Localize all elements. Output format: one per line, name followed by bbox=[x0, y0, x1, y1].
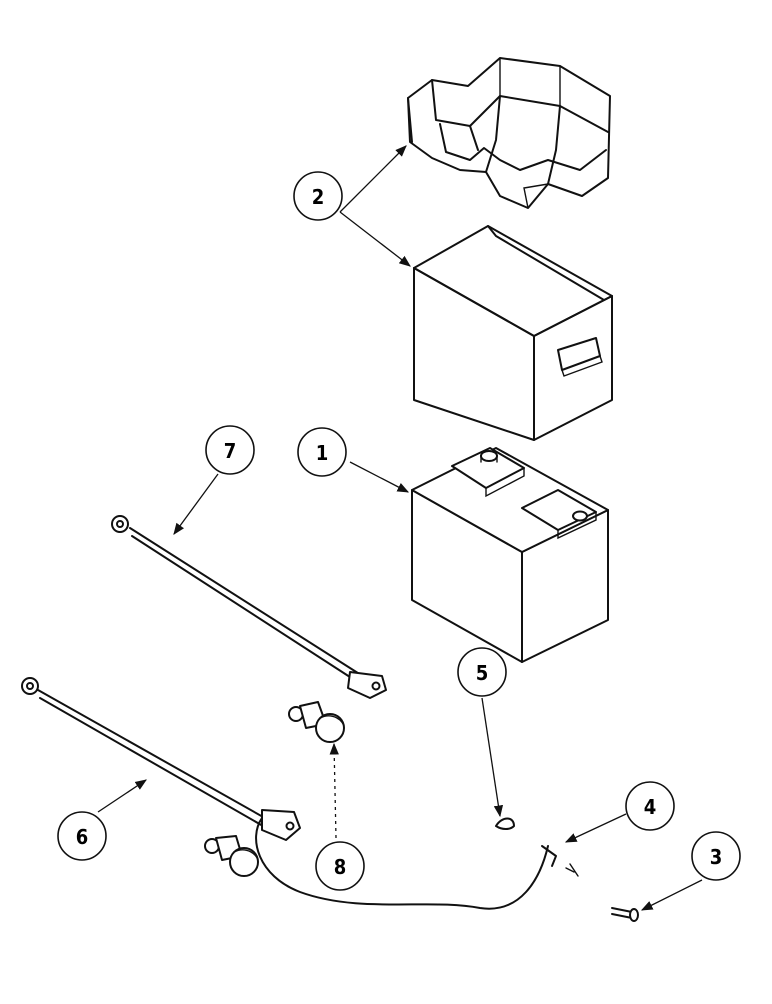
battery-cover bbox=[407, 57, 611, 209]
callout-3: 3 bbox=[691, 831, 741, 881]
battery-cable-6 bbox=[21, 677, 549, 910]
terminal-cap-upper bbox=[288, 701, 345, 743]
callout-5-label: 5 bbox=[476, 661, 489, 685]
part-4-clamp bbox=[541, 845, 579, 877]
callout-4: 4 bbox=[625, 781, 675, 831]
callout-4-label: 4 bbox=[644, 795, 657, 819]
battery-cable-7 bbox=[111, 515, 387, 699]
callout-1-label: 1 bbox=[316, 441, 329, 465]
callout-3-label: 3 bbox=[710, 845, 723, 869]
callout-7: 7 bbox=[205, 425, 255, 475]
callout-6: 6 bbox=[57, 811, 107, 861]
callout-2-label: 2 bbox=[312, 185, 325, 209]
part-3-screw bbox=[611, 907, 639, 922]
callout-7-label: 7 bbox=[224, 439, 237, 463]
battery-tray bbox=[413, 225, 613, 441]
callout-1: 1 bbox=[297, 427, 347, 477]
callout-8: 8 bbox=[315, 841, 365, 891]
callout-8-label: 8 bbox=[334, 855, 347, 879]
callout-2: 2 bbox=[293, 171, 343, 221]
callout-5: 5 bbox=[457, 647, 507, 697]
battery bbox=[411, 447, 609, 663]
part-5-clip bbox=[495, 817, 515, 830]
terminal-cap-lower bbox=[204, 835, 259, 877]
callout-6-label: 6 bbox=[76, 825, 89, 849]
leader-lines bbox=[97, 145, 703, 911]
